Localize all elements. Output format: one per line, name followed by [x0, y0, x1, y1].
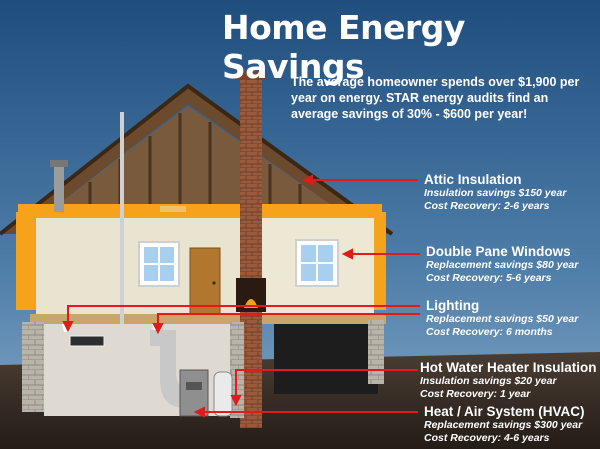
callout-title: Hot Water Heater Insulation: [420, 360, 597, 375]
fireplace: [236, 278, 266, 312]
vent-pipe: [54, 165, 64, 215]
basement-window: [69, 335, 105, 347]
callout-line: Replacement savings $80 year: [426, 259, 579, 271]
chimney-cap: [236, 72, 266, 80]
floor-slab: [30, 314, 386, 324]
callout-line: Cost Recovery: 5-6 years: [426, 272, 552, 284]
door-knob: [212, 281, 216, 285]
callout-double-pane-windows: Double Pane Windows Replacement savings …: [426, 244, 578, 285]
callout-arrows: [62, 174, 420, 418]
callout-hvac: Heat / Air System (HVAC) Replacement sav…: [424, 404, 585, 445]
callout-line: Replacement savings $50 year: [426, 313, 579, 325]
callout-line: Cost Recovery: 1 year: [420, 388, 531, 400]
furnace-panel: [186, 382, 202, 390]
water-heater: [213, 371, 233, 417]
page-title: Home Energy Savings: [222, 8, 465, 86]
callout-title: Heat / Air System (HVAC): [424, 404, 585, 419]
garage: [274, 324, 378, 394]
attic-space: [22, 106, 370, 232]
callout-attic-insulation: Attic Insulation Insulation savings $150…: [424, 172, 566, 213]
callout-line: Replacement savings $300 year: [424, 419, 583, 431]
window-upper-right: [295, 239, 339, 287]
basement-wall-left: [22, 322, 44, 412]
vent-cap: [50, 160, 68, 167]
callout-line: Cost Recovery: 4-6 years: [424, 432, 550, 444]
duct: [150, 330, 206, 408]
callout-line: Cost Recovery: 6 months: [426, 326, 553, 338]
callout-line: Cost Recovery: 2-6 years: [424, 200, 550, 212]
door: [189, 247, 221, 315]
chimney: [240, 78, 262, 428]
callout-lighting: Lighting Replacement savings $50 year Co…: [426, 298, 578, 339]
callout-title: Attic Insulation: [424, 172, 522, 187]
callout-line: Insulation savings $20 year: [420, 375, 557, 387]
callout-title: Double Pane Windows: [426, 244, 571, 259]
plumbing-pipe: [120, 112, 124, 392]
intro-text: The average homeowner spends over $1,900…: [291, 75, 580, 121]
window-upper-left: [138, 241, 180, 287]
callout-title: Lighting: [426, 298, 480, 313]
callout-hot-water-heater: Hot Water Heater Insulation Insulation s…: [420, 360, 597, 401]
garage-wall: [368, 320, 384, 384]
callout-line: Insulation savings $150 year: [424, 187, 567, 199]
